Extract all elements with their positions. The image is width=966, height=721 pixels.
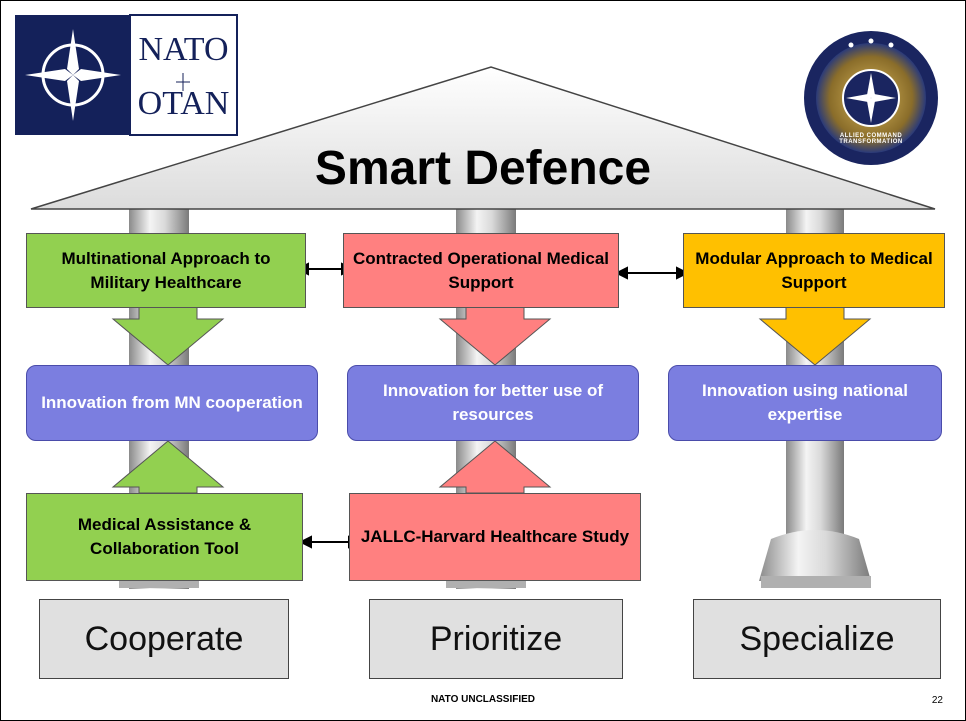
box-modular-approach-label: Modular Approach to Medical Support [695,248,933,292]
box-multinational-approach: Multinational Approach to Military Healt… [26,233,306,308]
box-contracted-operational-label: Contracted Operational Medical Support [353,248,609,292]
box-contracted-operational: Contracted Operational Medical Support [343,233,619,308]
footer-classification: NATO UNCLASSIFIED [430,694,536,705]
base-specialize: Specialize [693,599,941,679]
connector-top-right [614,266,690,280]
arrow-down-orange [758,305,872,366]
base-specialize-label: Specialize [739,619,895,658]
base-prioritize: Prioritize [369,599,623,679]
innovation-mn-cooperation-label: Innovation from MN cooperation [41,393,303,412]
base-cooperate: Cooperate [39,599,289,679]
base-prioritize-label: Prioritize [429,619,563,658]
box-medical-assistance-tool: Medical Assistance & Collaboration Tool [26,493,303,581]
innovation-national-expertise-label: Innovation using national expertise [702,381,908,424]
roof-title: Smart Defence [314,142,652,195]
box-multinational-approach-label: Multinational Approach to Military Healt… [61,248,271,292]
innovation-national-expertise: Innovation using national expertise [668,365,942,441]
innovation-better-resources: Innovation for better use of resources [347,365,639,441]
nato-logo-text-top: NATO [138,31,229,68]
innovation-better-resources-label: Innovation for better use of resources [382,381,604,424]
arrow-down-red [438,305,552,366]
act-seal [804,31,938,165]
roof-triangle [30,66,936,210]
box-jallc-harvard-label: JALLC-Harvard Healthcare Study [360,527,630,546]
nato-logo-text-bottom: OTAN [137,85,230,122]
seal-caption: ALLIED COMMAND TRANSFORMATION [839,133,903,145]
nato-logo [15,14,238,136]
box-modular-approach: Modular Approach to Medical Support [683,233,945,308]
box-jallc-harvard: JALLC-Harvard Healthcare Study [349,493,641,581]
box-medical-assistance-tool-label: Medical Assistance & Collaboration Tool [77,515,252,558]
innovation-mn-cooperation: Innovation from MN cooperation [26,365,318,441]
arrow-down-green [111,305,225,366]
page-number: 22 [931,695,943,706]
base-cooperate-label: Cooperate [84,619,244,658]
